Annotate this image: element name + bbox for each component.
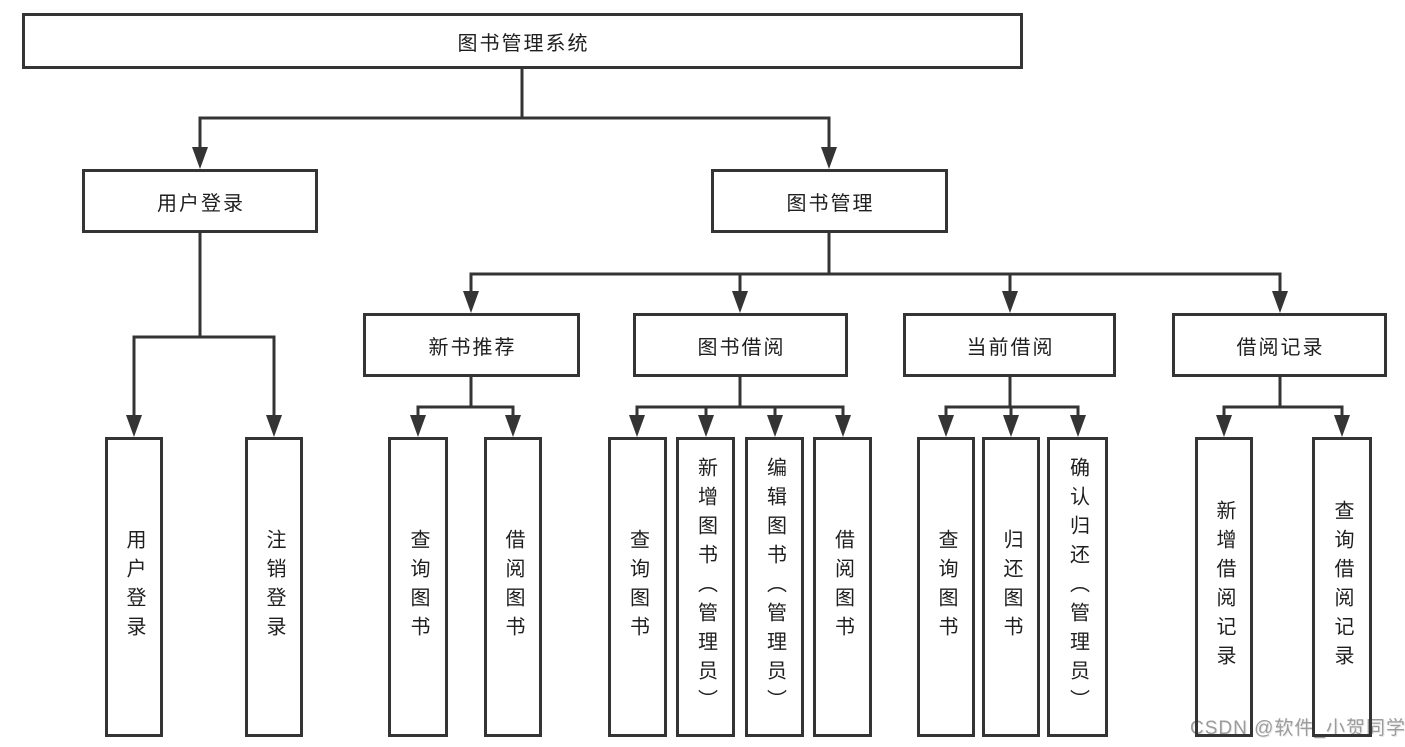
leaf-add-books-admin: 新增图书（管理员） <box>676 437 735 737</box>
node-library-management-system: 图书管理系统 <box>22 13 1023 69</box>
leaf-borrow-books: 借阅图书 <box>813 437 872 737</box>
leaf-query-books-recommend: 查询图书 <box>388 437 448 737</box>
leaf-query-books-current: 查询图书 <box>917 437 975 737</box>
leaf-edit-books-admin: 编辑图书（管理员） <box>745 437 804 737</box>
connector-book-management-branch <box>463 231 1288 313</box>
watermark: CSDN @软件_小贺同学 <box>1190 718 1405 739</box>
node-borrow-records: 借阅记录 <box>1172 313 1387 377</box>
leaf-query-borrow-record: 查询借阅记录 <box>1312 437 1372 737</box>
leaf-query-books-borrow: 查询图书 <box>608 437 667 737</box>
node-new-book-recommend: 新书推荐 <box>363 313 580 377</box>
leaf-user-login: 用户登录 <box>105 437 163 737</box>
connector-book-borrow-branch <box>629 375 851 437</box>
connector-new-book-branch <box>410 375 521 437</box>
leaf-borrow-books-recommend: 借阅图书 <box>484 437 542 737</box>
connector-user-login-branch <box>126 231 282 437</box>
leaf-logout: 注销登录 <box>245 437 303 737</box>
connector-current-borrow-branch <box>938 375 1086 437</box>
node-current-borrow: 当前借阅 <box>903 313 1116 377</box>
leaf-add-borrow-record: 新增借阅记录 <box>1195 437 1253 737</box>
leaf-return-books: 归还图书 <box>982 437 1040 737</box>
node-user-login: 用户登录 <box>82 169 318 233</box>
node-book-borrow: 图书借阅 <box>633 313 848 377</box>
leaf-confirm-return-admin: 确认归还（管理员） <box>1047 437 1108 737</box>
connector-root-to-level2 <box>192 67 837 169</box>
connector-borrow-records-branch <box>1216 375 1350 437</box>
node-book-management: 图书管理 <box>711 169 948 233</box>
